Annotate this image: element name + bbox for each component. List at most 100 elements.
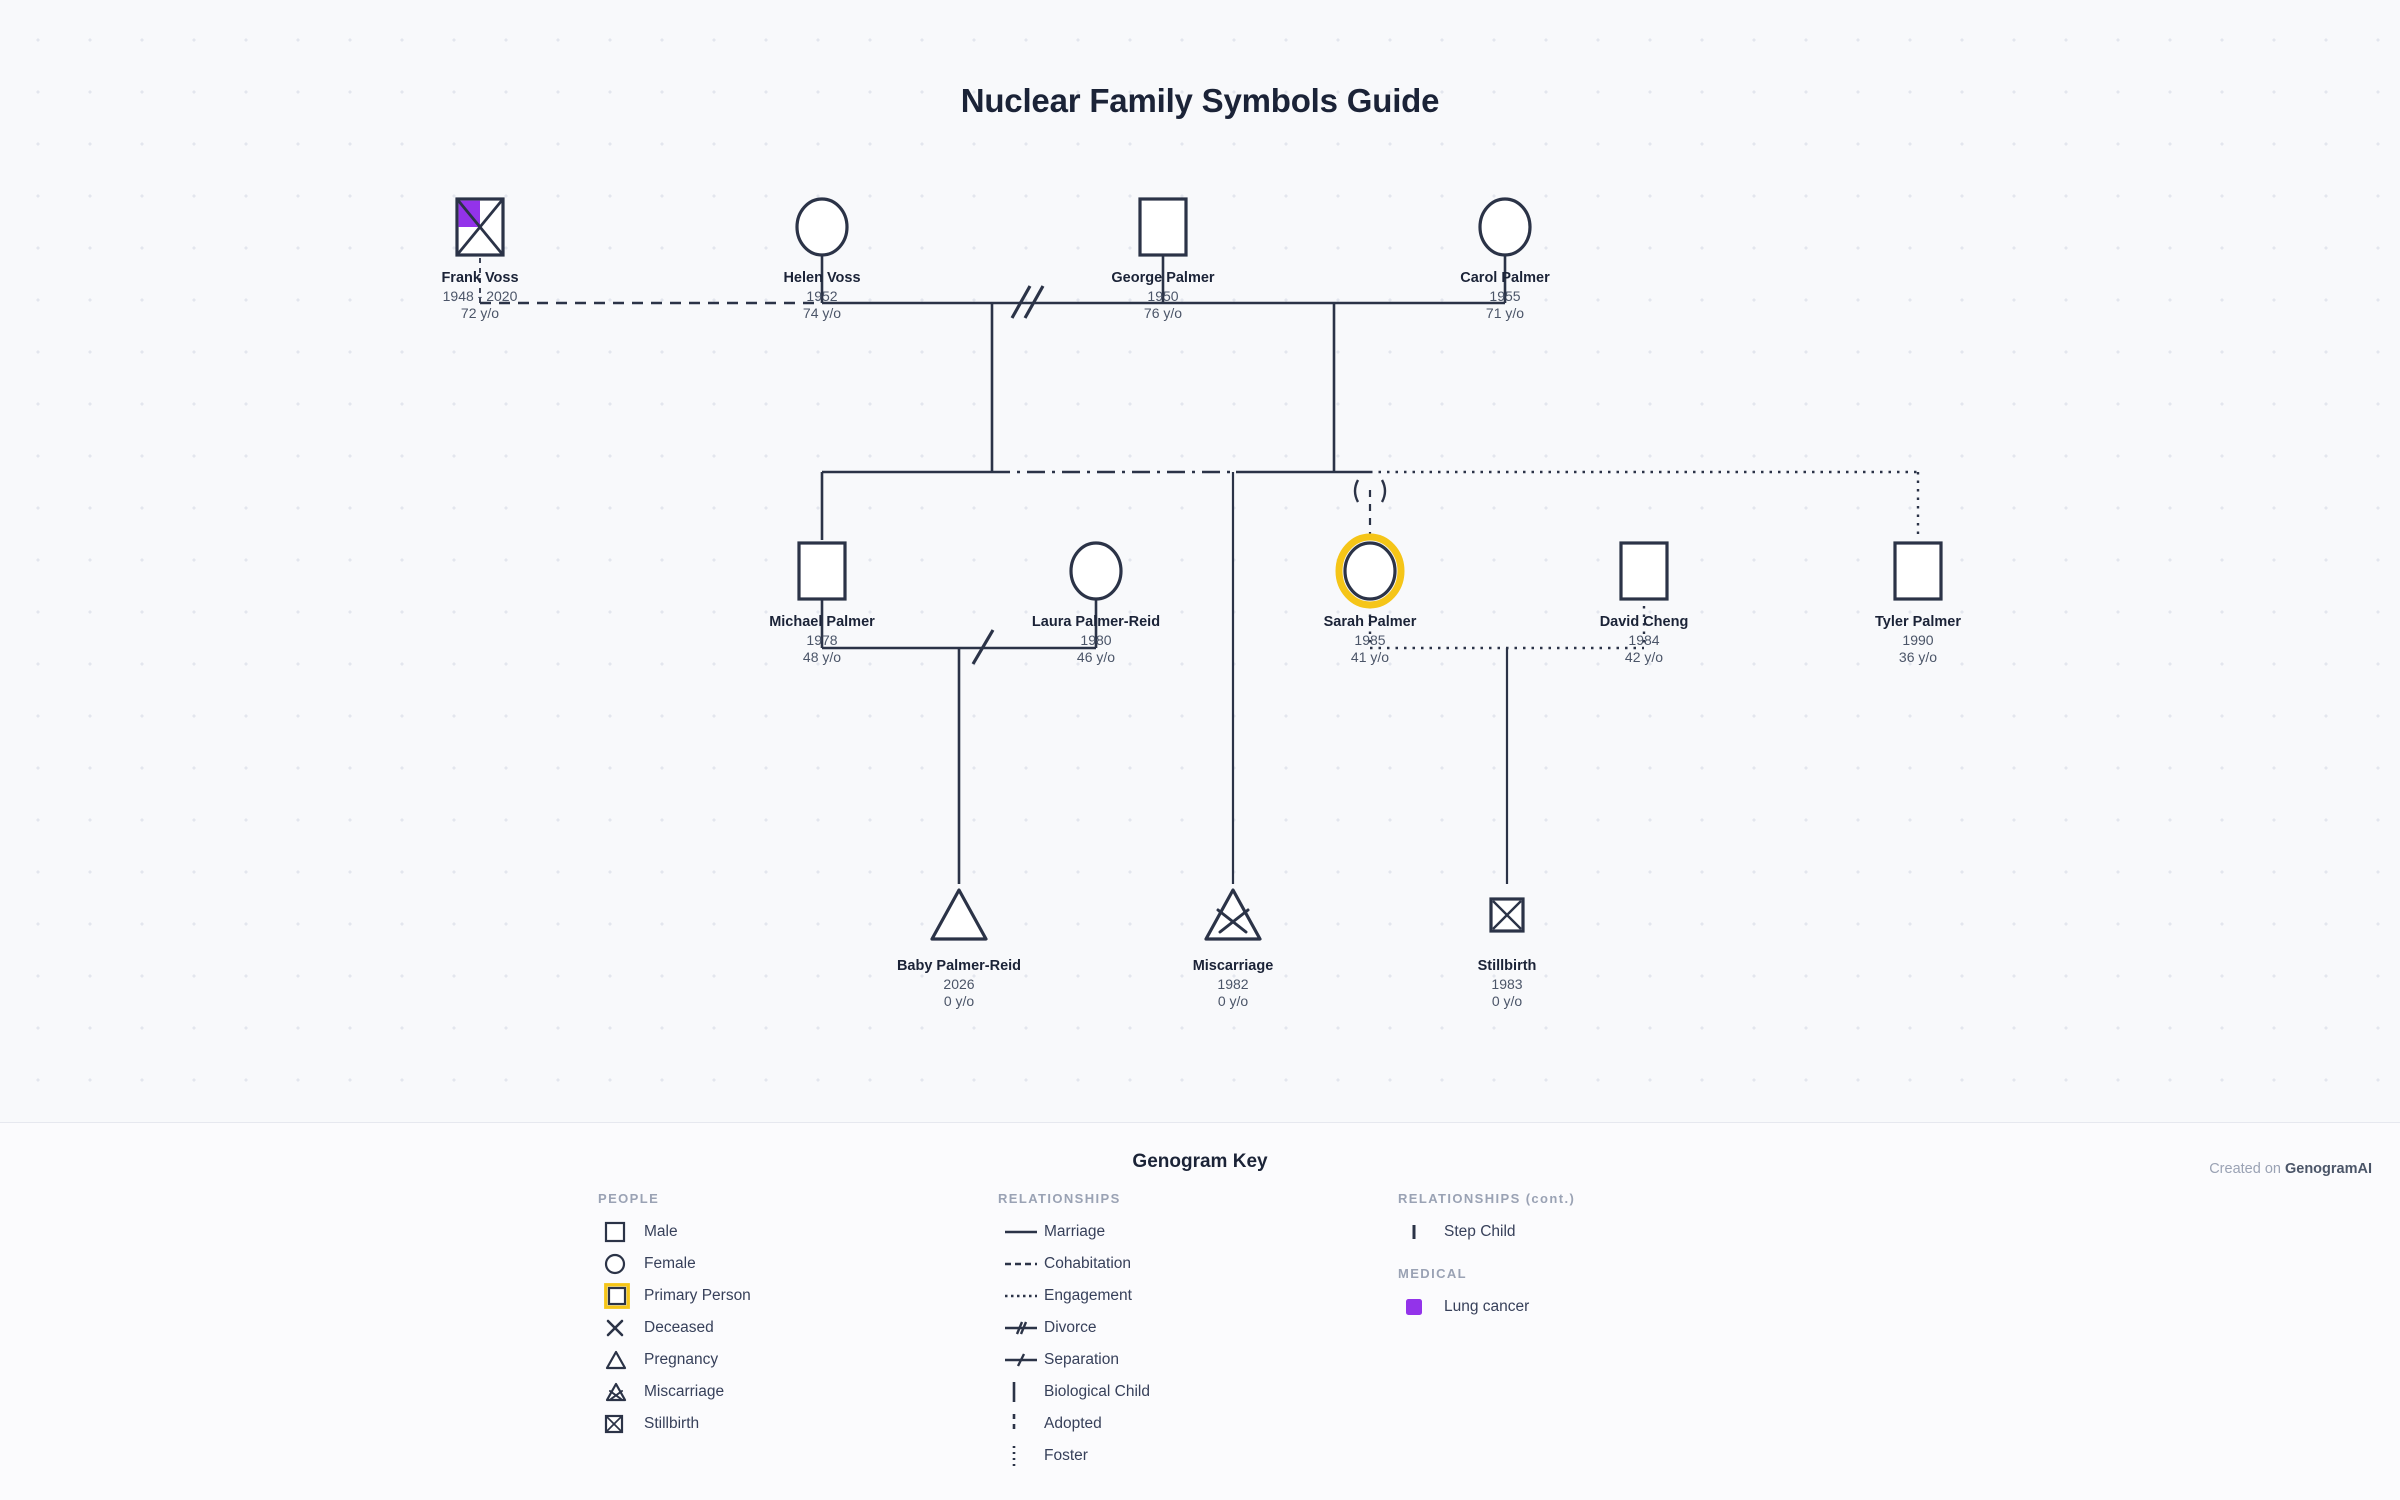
biological-child-icon [998,1380,1044,1404]
legend-label: Divorce [1044,1319,1097,1336]
person-age: 36 y/o [1898,649,1938,665]
female-circle-icon [1478,197,1532,257]
symbol-miscarriage[interactable] [1133,878,1333,952]
female-circle-icon [795,197,849,257]
adoption-paren-marker-sarah [1353,479,1387,503]
legend-item-engagement: Engagement [998,1280,1150,1312]
person-node-david-cheng[interactable]: David Cheng 1984 42 y/o [1544,534,1744,665]
legend-label: Female [644,1255,696,1272]
legend-label: Adopted [1044,1415,1102,1432]
person-node-helen-voss[interactable]: Helen Voss 1952 74 y/o [722,190,922,321]
person-age: 72 y/o [460,305,500,321]
symbol-michael-palmer[interactable] [722,534,922,608]
symbol-frank-voss[interactable] [380,190,580,264]
person-node-laura-palmer-reid[interactable]: Laura Palmer-Reid 1980 46 y/o [996,534,1196,665]
person-name: Miscarriage [1192,958,1274,974]
person-node-tyler-palmer[interactable]: Tyler Palmer 1990 36 y/o [1818,534,2018,665]
person-node-michael-palmer[interactable]: Michael Palmer 1978 48 y/o [722,534,922,665]
symbol-carol-palmer[interactable] [1405,190,1605,264]
genogram-canvas[interactable]: Frank Voss 1948 - 2020 72 y/o Helen Voss… [0,0,2400,1120]
person-years: 2026 [943,976,975,992]
legend-item-pregnancy: Pregnancy [598,1344,751,1376]
separation-line-icon [998,1352,1044,1368]
legend-heading-people: PEOPLE [598,1191,660,1206]
credit-prefix: Created on [2209,1161,2285,1177]
symbol-david-cheng[interactable] [1544,534,1744,608]
person-name: Michael Palmer [769,614,875,630]
legend-item-biological-child: Biological Child [998,1376,1150,1408]
person-name: Stillbirth [1477,958,1537,974]
person-age: 41 y/o [1350,649,1390,665]
symbol-george-palmer[interactable] [1063,190,1263,264]
credit-brand: GenogramAI [2284,1161,2372,1177]
stillbirth-icon [598,1414,644,1434]
person-years: 1985 [1354,632,1386,648]
person-node-carol-palmer[interactable]: Carol Palmer 1955 71 y/o [1405,190,1605,321]
legend-item-deceased: Deceased [598,1312,751,1344]
divorce-marker-helen-george [1010,285,1045,319]
legend-label: Male [644,1223,678,1240]
legend-label: Deceased [644,1319,714,1336]
symbol-tyler-palmer[interactable] [1818,534,2018,608]
person-name: Tyler Palmer [1875,614,1961,630]
legend-title: Genogram Key [1132,1151,1268,1172]
person-node-sarah-palmer[interactable]: Sarah Palmer 1985 41 y/o [1270,533,1470,665]
divorce-line-icon [998,1320,1044,1336]
person-node-frank-voss[interactable]: Frank Voss 1948 - 2020 72 y/o [380,190,580,321]
symbol-helen-voss[interactable] [722,190,922,264]
person-age: 42 y/o [1624,649,1664,665]
symbol-sarah-palmer[interactable] [1270,533,1470,609]
legend-column-relationships: RELATIONSHIPS Marriage Cohabitation Enga… [998,1191,1150,1472]
deceased-x-icon [455,198,505,256]
symbol-stillbirth[interactable] [1407,878,1607,952]
legend-label: Engagement [1044,1287,1132,1304]
person-age: 0 y/o [1217,993,1249,1009]
legend-label: Foster [1044,1447,1088,1464]
person-age: 46 y/o [1076,649,1116,665]
legend-label: Cohabitation [1044,1255,1132,1272]
legend-item-primary-person: Primary Person [598,1280,751,1312]
person-age: 74 y/o [802,305,842,321]
pregnancy-triangle-icon [598,1349,644,1371]
person-node-stillbirth[interactable]: Stillbirth 1983 0 y/o [1407,878,1607,1009]
person-node-baby-palmer-reid[interactable]: Baby Palmer-Reid 2026 0 y/o [859,878,1059,1009]
legend-item-male: Male [598,1216,751,1248]
person-name: Baby Palmer-Reid [896,958,1022,974]
symbol-laura-palmer-reid[interactable] [996,534,1196,608]
person-years: 1978 [806,632,838,648]
miscarriage-icon [598,1381,644,1403]
page-title: Nuclear Family Symbols Guide [960,82,1440,119]
male-square-icon [598,1221,644,1243]
legend-heading-medical: MEDICAL [1398,1266,1468,1281]
person-name: Carol Palmer [1460,270,1550,286]
engagement-line-icon [998,1289,1044,1303]
male-square-icon [1619,541,1669,601]
male-square-icon [797,541,847,601]
person-age: 48 y/o [802,649,842,665]
legend-item-marriage: Marriage [998,1216,1150,1248]
legend-item-female: Female [598,1248,751,1280]
legend-item-foster: Foster [998,1440,1150,1472]
legend-label: Separation [1044,1351,1119,1368]
person-name: David Cheng [1599,614,1689,630]
legend-item-lung-cancer: Lung cancer [1398,1291,1575,1323]
legend-heading-relationships-cont: RELATIONSHIPS (cont.) [1398,1191,1576,1206]
step-child-icon [1398,1220,1444,1244]
lung-cancer-swatch-icon [1398,1297,1444,1317]
legend-item-divorce: Divorce [998,1312,1150,1344]
person-years: 1948 - 2020 [442,288,518,304]
legend-label: Miscarriage [644,1383,725,1400]
person-years: 1955 [1489,288,1521,304]
person-age: 0 y/o [943,993,975,1009]
person-node-miscarriage[interactable]: Miscarriage 1982 0 y/o [1133,878,1333,1009]
symbol-baby-palmer-reid[interactable] [859,878,1059,952]
person-name: George Palmer [1111,270,1215,286]
legend-label: Marriage [1044,1223,1106,1240]
marriage-line-icon [998,1225,1044,1239]
person-age: 0 y/o [1491,993,1523,1009]
person-name: Helen Voss [783,270,861,286]
person-node-george-palmer[interactable]: George Palmer 1950 76 y/o [1063,190,1263,321]
legend-label: Pregnancy [644,1351,719,1368]
female-circle-icon [1343,541,1397,601]
